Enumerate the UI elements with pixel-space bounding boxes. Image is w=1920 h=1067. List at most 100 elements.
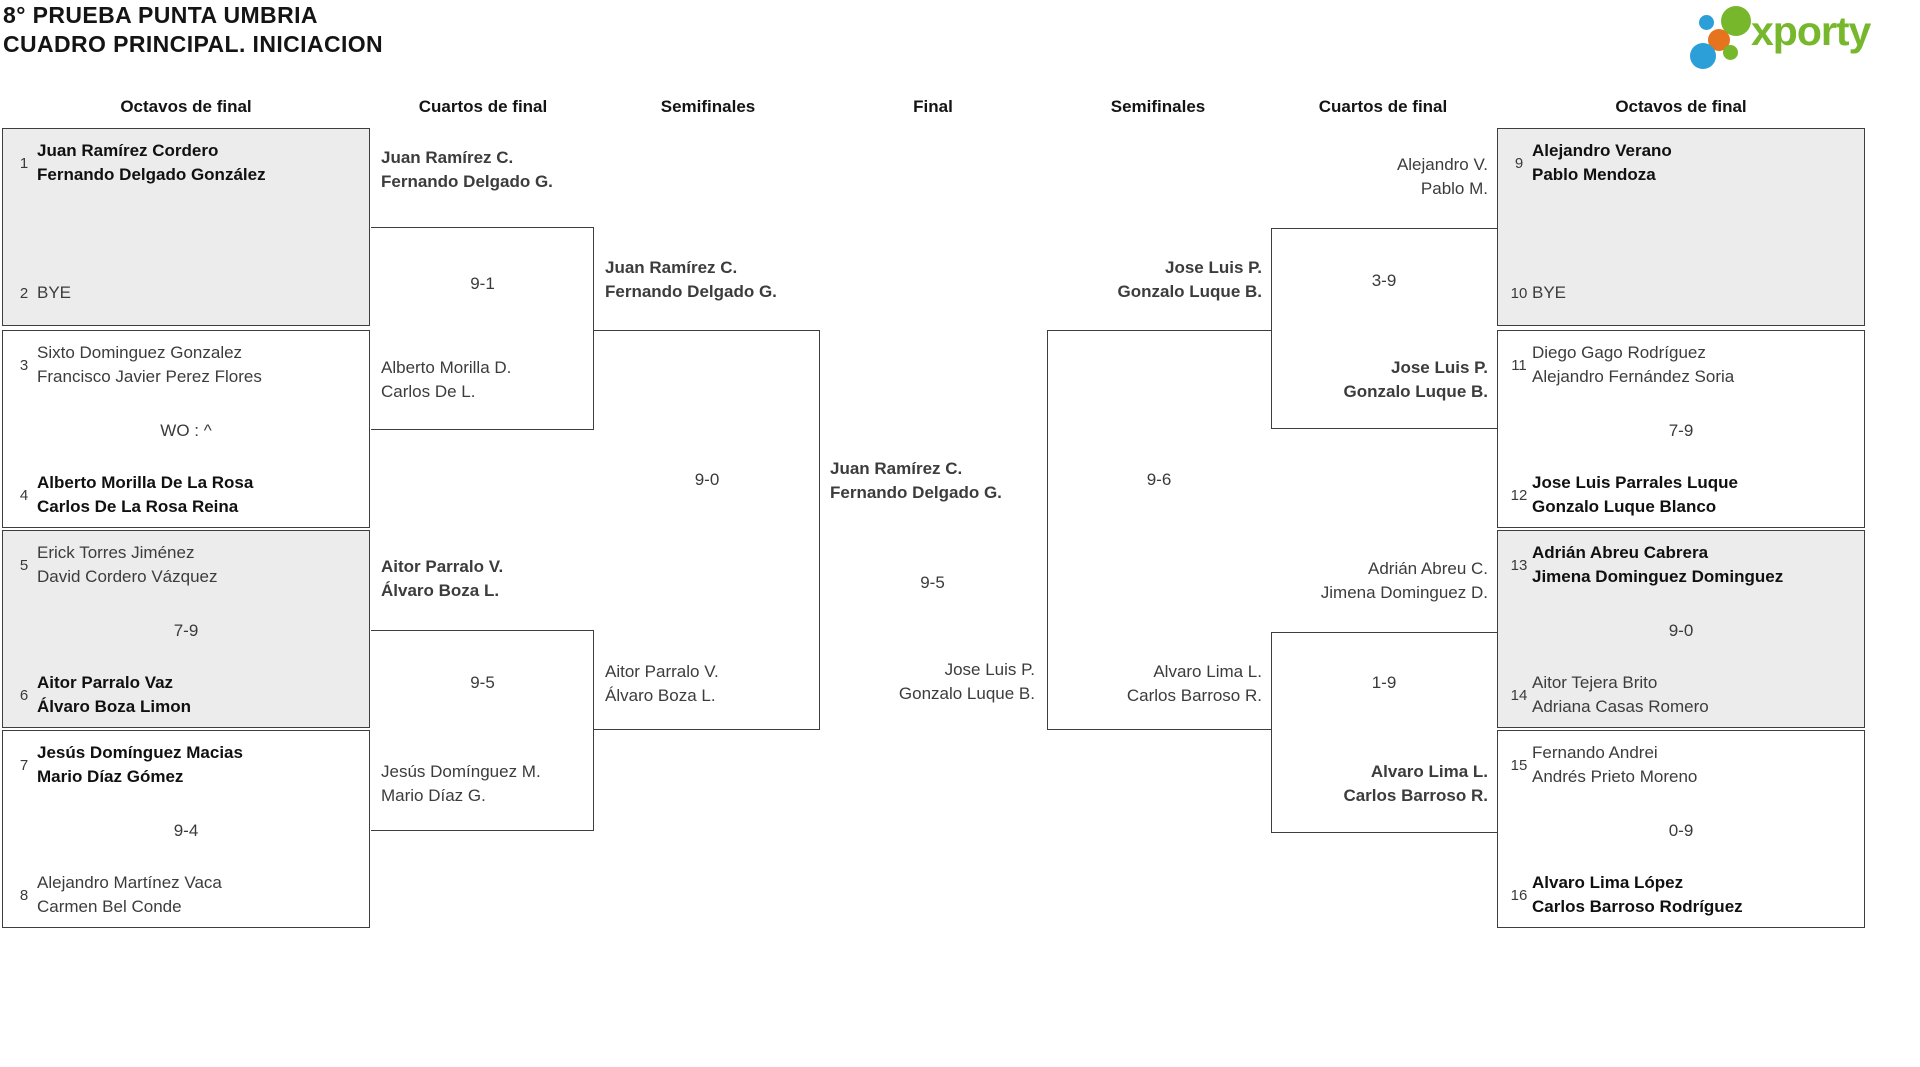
logo-dot-orange [1708,29,1730,51]
team-name: Jose Luis P.Gonzalo Luque B. [1117,258,1263,301]
team-name: BYE [37,283,72,302]
connector-qf-left-1 [371,227,594,430]
match-score: 9-0 [694,470,720,489]
match-score: WO : ^ [160,421,212,440]
connector-sf-right [1047,330,1271,730]
match-score: 9-6 [1146,470,1172,489]
seed-number: 15 [1510,756,1528,774]
connector-qf-left-2 [371,630,594,831]
team-name: Aitor Parralo V.Álvaro Boza L. [381,557,504,600]
connector-qf-right-2 [1271,632,1497,833]
match-score: 3-9 [1371,271,1397,290]
team-name: Jose Luis P.Gonzalo Luque B. [1343,358,1489,401]
team-name: Alejandro V.Pablo M. [1396,155,1488,198]
page-title-line2: CUADRO PRINCIPAL. INICIACION [3,31,384,57]
team-row: 2 BYE [11,269,363,317]
team-name: Alvaro Lima L.Carlos Barroso R. [1126,662,1262,705]
logo-wordmark: xporty [1751,8,1871,54]
seed-number: 16 [1510,886,1528,904]
match-score: 0-9 [1668,821,1694,840]
page-title-line1: 8° PRUEBA PUNTA UMBRIA [3,2,318,28]
round-header-octavos-right: Octavos de final [1615,97,1747,116]
team-name: Alberto Morilla D.Carlos De L. [381,358,512,401]
seed-number: 14 [1510,686,1528,704]
seed-number: 4 [19,486,29,504]
team-name: Jesús Domínguez M.Mario Díaz G. [381,762,541,805]
seed-number: 12 [1510,486,1528,504]
match-score: 9-0 [1668,621,1694,640]
seed-number: 10 [1510,284,1528,302]
team-name: Jose Luis P.Gonzalo Luque B. [898,660,1035,703]
round-header-cuartos-right: Cuartos de final [1318,97,1448,116]
logo-dot-blue-small [1699,15,1714,30]
round-header-semis-left: Semifinales [660,97,756,116]
team-name: BYE [1532,283,1567,302]
seed-number: 6 [19,686,29,704]
team-name: Adrián Abreu C.Jimena Dominguez D. [1320,559,1488,602]
connector-sf-left [594,330,820,730]
team-row: 10 BYE [1506,269,1858,317]
match-score: 9-4 [173,821,199,840]
match-score: 9-1 [470,274,495,293]
team-name: Juan Ramírez C.Fernando Delgado G. [830,459,1002,502]
team-name: Juan Ramírez C.Fernando Delgado G. [381,148,553,191]
match-score: 9-5 [470,673,495,692]
match-score: 7-9 [1668,421,1694,440]
logo-dot-green-small [1723,45,1738,60]
seed-number: 7 [19,756,29,774]
team-name: Juan Ramírez C.Fernando Delgado G. [605,258,777,301]
seed-number: 2 [19,284,29,302]
connector-qf-right-1 [1271,228,1497,429]
logo-dot-blue-large [1690,43,1716,69]
round-header-final: Final [913,97,953,116]
seed-number: 11 [1511,356,1527,374]
seed-number: 3 [19,356,29,374]
team-name: Alvaro Lima L.Carlos Barroso R. [1343,762,1488,805]
seed-number: 13 [1510,556,1528,574]
match-score [3,217,369,241]
page-title: 8° PRUEBA PUNTA UMBRIA CUADRO PRINCIPAL. … [3,1,383,59]
round-header-semis-right: Semifinales [1110,97,1206,116]
seed-number: 1 [19,154,29,172]
match-score: 1-9 [1371,673,1397,692]
round-header-cuartos-left: Cuartos de final [418,97,548,116]
round-header-octavos-left: Octavos de final [120,97,252,116]
seed-number: 9 [1514,154,1524,172]
match-score: 7-9 [173,621,199,640]
seed-number: 5 [19,556,29,574]
